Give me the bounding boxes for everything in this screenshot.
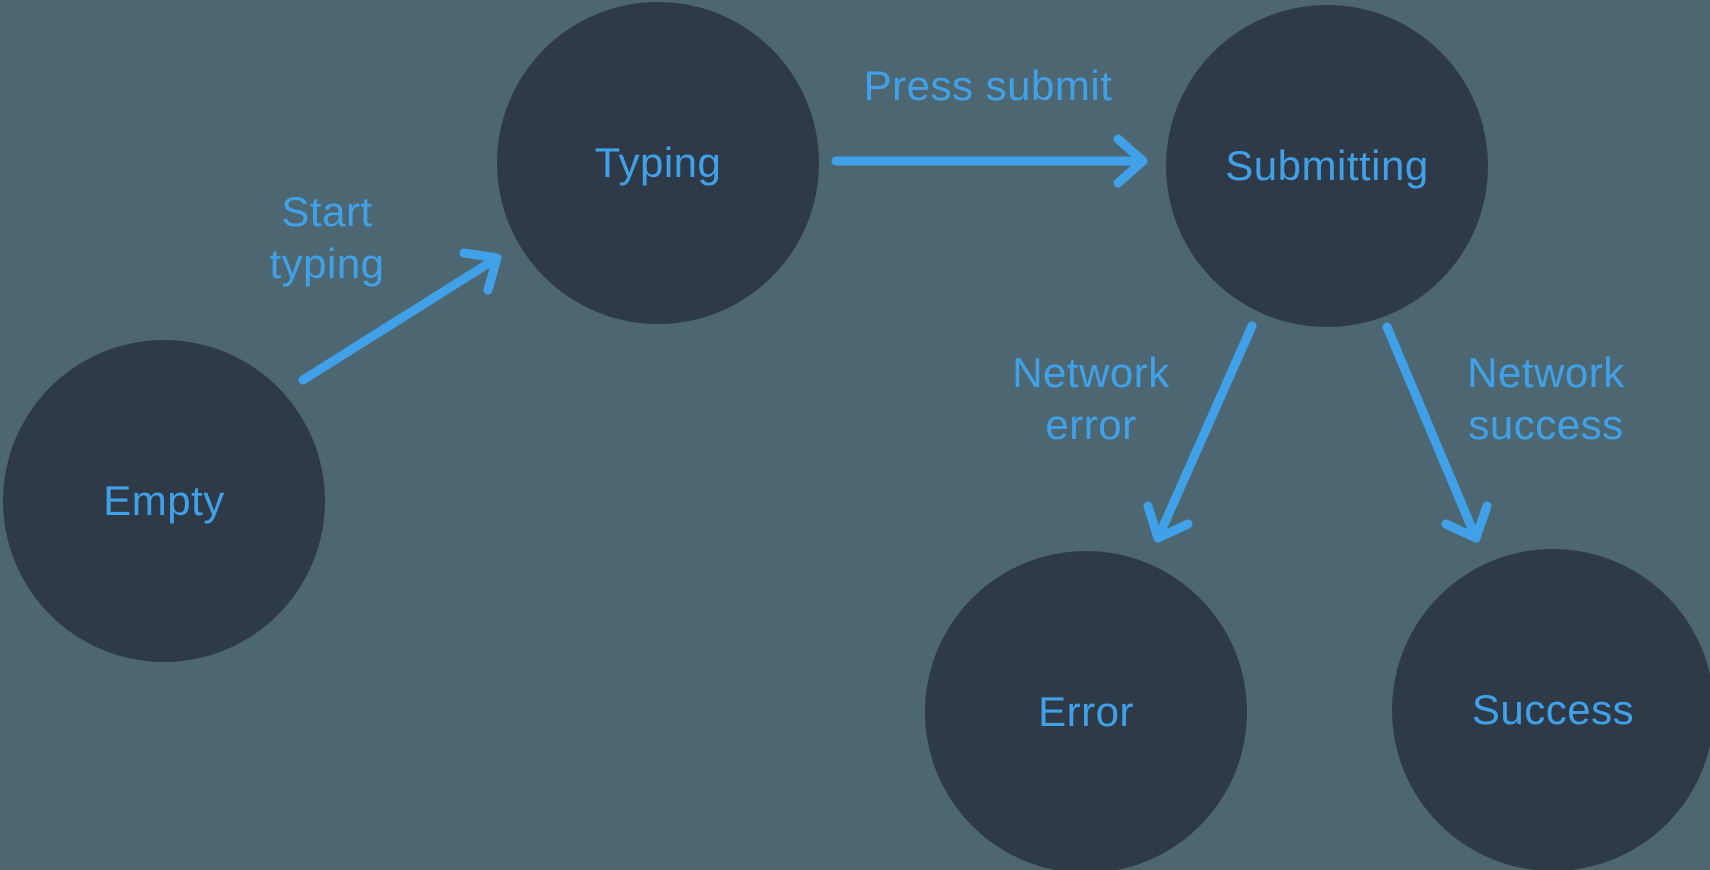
edge-arrow-network-success (1382, 322, 1492, 543)
edge-label-network-success-line1: Network (1467, 349, 1625, 396)
edge-label-network-error-line2: error (1045, 401, 1137, 448)
edge-label-network-success: Network success (1467, 347, 1625, 451)
edge-label-network-error: Network error (1012, 347, 1170, 451)
state-node-success-label: Success (1471, 686, 1635, 733)
state-node-empty: Empty (3, 340, 325, 662)
state-node-success: Success (1392, 549, 1710, 870)
state-node-submitting-label: Submitting (1225, 142, 1429, 189)
edge-arrow-network-error (1143, 321, 1257, 543)
state-node-typing: Typing (497, 2, 819, 324)
state-node-error-label: Error (1038, 688, 1134, 735)
edge-label-network-success-line2: success (1468, 401, 1624, 448)
edge-label-press-submit: Press submit (864, 60, 1113, 112)
edge-arrow-press-submit (831, 134, 1148, 188)
edge-label-press-submit-line1: Press submit (863, 62, 1113, 109)
edge-label-start-typing: Start typing (269, 186, 384, 290)
state-node-empty-label: Empty (103, 477, 225, 524)
edge-arrow-start-typing (298, 248, 502, 385)
edge-label-network-error-line1: Network (1012, 349, 1170, 396)
state-node-submitting: Submitting (1166, 5, 1488, 327)
edge-label-start-typing-line1: Start (281, 188, 373, 235)
edge-label-start-typing-line2: typing (269, 240, 385, 287)
state-node-error: Error (925, 551, 1247, 870)
state-node-typing-label: Typing (594, 139, 722, 186)
